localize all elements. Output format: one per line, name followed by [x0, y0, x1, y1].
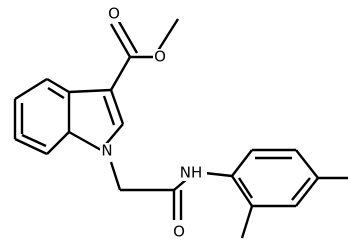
atom-label-indole-nitrogen: N — [100, 142, 114, 160]
indole-benzene-ring — [13, 77, 71, 156]
bond-aryl-1 — [231, 149, 253, 177]
atom-label-amide-oxygen: O — [172, 223, 186, 241]
amide-linker — [109, 161, 233, 220]
bond-benzo-1 — [46, 77, 70, 94]
bond-benzo-double-1 — [47, 86, 65, 100]
bond-c3-c2-double — [102, 95, 116, 126]
label-background — [100, 143, 114, 159]
atom-label-ester-carbonyl-oxygen: O — [107, 5, 121, 23]
bond-aryl-double-2 — [291, 177, 311, 201]
bond-benzo-6 — [14, 77, 48, 101]
bond-n1-ch2 — [109, 161, 122, 191]
bond-benzo-3 — [46, 131, 70, 155]
bond-carboxyl-carbonyl-oxygen — [109, 23, 132, 58]
bond-n1-c7a — [68, 130, 102, 152]
bond-benzo-4 — [14, 137, 48, 156]
indole-pyrrole-ring — [68, 88, 125, 152]
bond-aryl-6 — [231, 175, 253, 207]
label-background — [172, 224, 186, 240]
bond-c3-carboxyl — [109, 56, 132, 91]
label-background — [176, 164, 207, 181]
label-background — [153, 49, 167, 65]
atom-label: NH — [180, 164, 203, 182]
bond-ortho-methyl — [240, 205, 254, 239]
bond-aryl-double-3 — [237, 177, 254, 199]
bond-c3a-c3 — [68, 88, 112, 94]
bond-aryl-3 — [295, 149, 319, 179]
label-background — [107, 6, 121, 22]
atom-label-amide-nitrogen: NH — [176, 164, 207, 182]
ester-group — [109, 18, 180, 91]
bond-benzo-double-2 — [21, 133, 47, 148]
atom-label-ester-ether-oxygen: O — [153, 48, 167, 66]
atom-label: O — [108, 5, 120, 23]
bond-amide-nitrogen-aryl — [204, 171, 233, 178]
atom-label: O — [173, 223, 185, 241]
atom-label: O — [154, 48, 166, 66]
bond-carboxyl-carbonyl-oxygen-double — [116, 19, 139, 54]
atom-label: N — [101, 142, 112, 160]
bond-c3-c2 — [109, 89, 125, 125]
dimethylphenyl-ring — [231, 148, 348, 239]
bond-aryl-4 — [295, 177, 319, 207]
